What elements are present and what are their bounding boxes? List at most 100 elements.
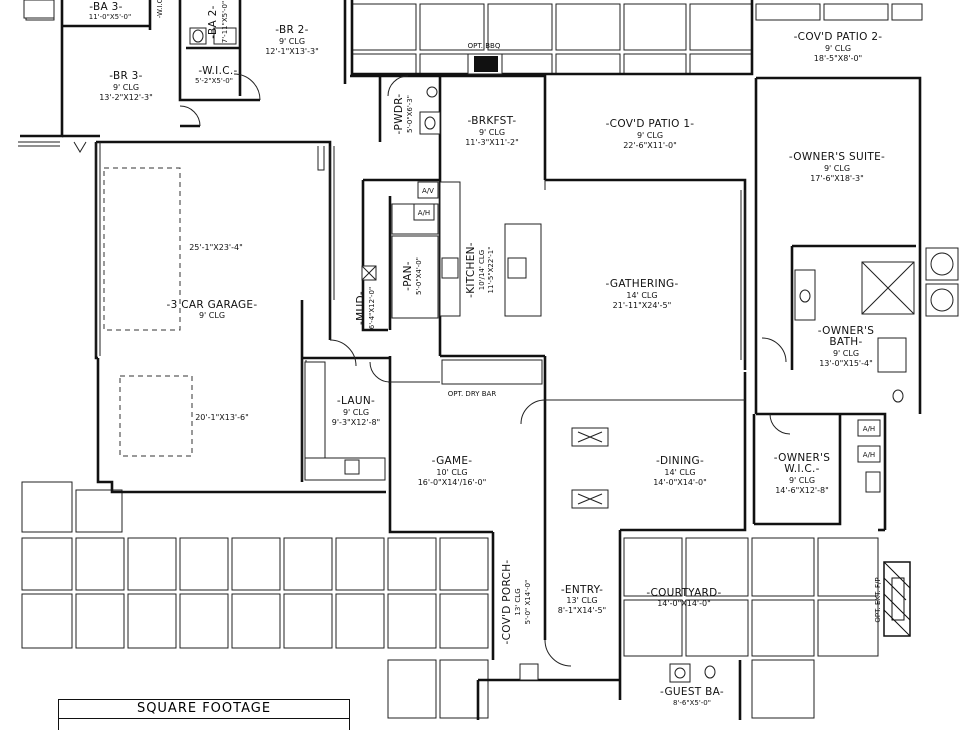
ah-kitchen: A/H xyxy=(413,203,435,221)
courtyard-room: -COURTYARD- 14'-0"X14'-0" xyxy=(646,587,721,608)
courtyard-name: -COURTYARD- xyxy=(646,587,721,599)
wic-br-name: -W.I.C.- xyxy=(198,65,237,77)
patio1-dim: 22'-6"X11'-0" xyxy=(623,141,677,150)
av-label: A/V xyxy=(422,187,434,195)
ba2-dim: 7'-11"X5'-0" xyxy=(221,1,229,43)
owner-bath-clg: 9' CLG xyxy=(833,349,859,358)
patio2-name: -COV'D PATIO 2- xyxy=(794,31,883,43)
ac-units xyxy=(23,0,959,317)
entry-dim: 8'-1"X14'-5" xyxy=(558,606,606,615)
brkfst-clg: 9' CLG xyxy=(479,128,505,137)
patio1-room: -COV'D PATIO 1- 9' CLG 22'-6"X11'-0" xyxy=(606,118,695,150)
owner-suite-clg: 9' CLG xyxy=(824,164,850,173)
patio1-name: -COV'D PATIO 1- xyxy=(606,118,695,130)
brkfst-room: -BRKFST- 9' CLG 11'-3"X11'-2" xyxy=(465,115,519,147)
br2-clg: 9' CLG xyxy=(279,37,305,46)
dining-room: -DINING- 14' CLG 14'-0"X14'-0" xyxy=(653,455,707,487)
br3-clg: 9' CLG xyxy=(113,83,139,92)
laun-clg: 9' CLG xyxy=(343,408,369,417)
laun-dim: 9'-3"X12'-8" xyxy=(332,418,380,427)
br2-dim: 12'-1"X13'-3" xyxy=(265,47,319,56)
dining-dim: 14'-0"X14'-0" xyxy=(653,478,707,487)
owner-suite-room: -OWNER'S SUITE- 9' CLG 17'-6"X18'-3" xyxy=(789,151,885,183)
owner-wic-dim: 14'-6"X12'-8" xyxy=(775,486,829,495)
gathering-clg: 14' CLG xyxy=(626,291,657,300)
walls xyxy=(20,0,922,720)
br2-name: -BR 2- xyxy=(275,24,309,36)
garage-dim-a: 25'-1"X23'-4" xyxy=(189,243,243,252)
patio2-clg: 9' CLG xyxy=(825,44,851,53)
pwdr-dim: 5'-0"X6'-3" xyxy=(406,95,414,133)
patio2-room: -COV'D PATIO 2- 9' CLG 18'-5"X8'-0" xyxy=(794,31,883,63)
kitchen-name: -KITCHEN- xyxy=(465,242,477,298)
pan-room: -PAN- 5'-0"X4'-0" xyxy=(402,257,423,295)
cabinetry xyxy=(304,53,543,481)
ah-label-kitchen: A/H xyxy=(418,209,430,217)
gathering-dim: 21'-11"X24'-5" xyxy=(613,301,672,310)
opt-dry-bar-label: OPT. DRY BAR xyxy=(448,390,497,398)
pan-name: -PAN- xyxy=(402,261,414,291)
ba2-name: -BA 2- xyxy=(207,5,219,38)
wic-br-room: -W.I.C.- 5'-2"X5'-0" xyxy=(195,65,237,85)
ba2-room: -BA 2- 7'-11"X5'-0" xyxy=(207,1,229,43)
porch-room: -COV'D PORCH- 13' CLG 5'-0" X14'-0" xyxy=(501,560,532,645)
patio2-dim: 18'-5"X8'-0" xyxy=(814,54,862,63)
owner-wic-room: -OWNER'S W.I.C.- 9' CLG 14'-6"X12'-8" xyxy=(774,452,830,495)
owner-wic-clg: 9' CLG xyxy=(789,476,815,485)
ba3-name: -BA 3- xyxy=(89,1,122,13)
porch-clg: 13' CLG xyxy=(514,588,522,615)
garage-dim-b: 20'-1"X13'-6" xyxy=(195,413,249,422)
porch-dim: 5'-0" X14'-0" xyxy=(524,580,532,625)
garage-room: 25'-1"X23'-4" -3 CAR GARAGE- 9' CLG 20'-… xyxy=(167,243,258,422)
owner-bath-name-l2: BATH- xyxy=(829,336,862,348)
ah-owner-1: A/H xyxy=(857,419,881,437)
entry-room: -ENTRY- 13' CLG 8'-1"X14'-5" xyxy=(558,584,606,615)
br3-room: -BR 3- 9' CLG 13'-2"X12'-3" xyxy=(99,70,153,102)
garage-name: -3 CAR GARAGE- xyxy=(167,299,258,311)
game-dim: 16'-0"X14'/16'-0" xyxy=(418,478,487,487)
ah-label-owner-1: A/H xyxy=(863,425,875,433)
garage-clg: 9' CLG xyxy=(199,311,225,320)
opt-fireplace-label: OPT. EXT. F/P xyxy=(874,577,882,622)
dining-name: -DINING- xyxy=(656,455,704,467)
fireplace-icon xyxy=(883,561,911,637)
porch-name: -COV'D PORCH- xyxy=(501,560,513,645)
driveway-pavers xyxy=(21,481,489,719)
kitchen-room: -KITCHEN- 10'/14' CLG 11'-5"X22'-1" xyxy=(465,242,495,298)
interior-details xyxy=(18,73,791,667)
kitchen-dim: 11'-5"X22'-1" xyxy=(487,247,495,294)
game-name: -GAME- xyxy=(432,455,473,467)
garage-parking-outlines xyxy=(103,167,193,457)
pan-dim: 5'-0"X4'-0" xyxy=(415,257,423,295)
mud-dim: 6'-4"X12'-0" xyxy=(368,287,376,329)
ceiling-fixtures xyxy=(361,265,881,509)
guest-ba-room: -GUEST BA- 8'-6"X5'-0" xyxy=(660,686,724,707)
opt-bbq-label: OPT. BBQ xyxy=(468,42,501,50)
courtyard-dim: 14'-0"X14'-0" xyxy=(657,599,711,608)
ba3-room: -BA 3- 11'-0"X5'-0" xyxy=(89,1,131,21)
square-footage-table: SQUARE FOOTAGE xyxy=(58,699,350,730)
entry-clg: 13' CLG xyxy=(566,596,597,605)
pwdr-room: -PWDR- 5'-0"X6'-3" xyxy=(393,93,414,134)
patio1-clg: 9' CLG xyxy=(637,131,663,140)
wic-top-name: -W.I.C.- xyxy=(156,0,164,18)
ba3-dim: 11'-0"X5'-0" xyxy=(89,13,131,21)
owner-wic-name-l1: -OWNER'S xyxy=(774,452,830,464)
bath-fixtures xyxy=(25,0,915,683)
square-footage-title: SQUARE FOOTAGE xyxy=(59,700,349,719)
laun-room: -LAUN- 9' CLG 9'-3"X12'-8" xyxy=(332,395,380,427)
pwdr-name: -PWDR- xyxy=(393,93,405,134)
ah-owner-2: A/H xyxy=(857,445,881,463)
gathering-name: -GATHERING- xyxy=(605,278,678,290)
courtyard-pavers xyxy=(623,537,879,719)
owner-suite-dim: 17'-6"X18'-3" xyxy=(810,174,864,183)
ah-label-owner-2: A/H xyxy=(863,451,875,459)
guest-ba-dim: 8'-6"X5'-0" xyxy=(673,699,711,707)
wic-top-room: -W.I.C.- xyxy=(156,0,164,18)
wic-br-dim: 5'-2"X5'-0" xyxy=(195,77,233,85)
game-room: -GAME- 10' CLG 16'-0"X14'/16'-0" xyxy=(418,455,487,487)
guest-ba-name: -GUEST BA- xyxy=(660,686,724,698)
owner-bath-dim: 13'-0"X15'-4" xyxy=(819,359,873,368)
mud-name: -MUD- xyxy=(355,291,367,325)
